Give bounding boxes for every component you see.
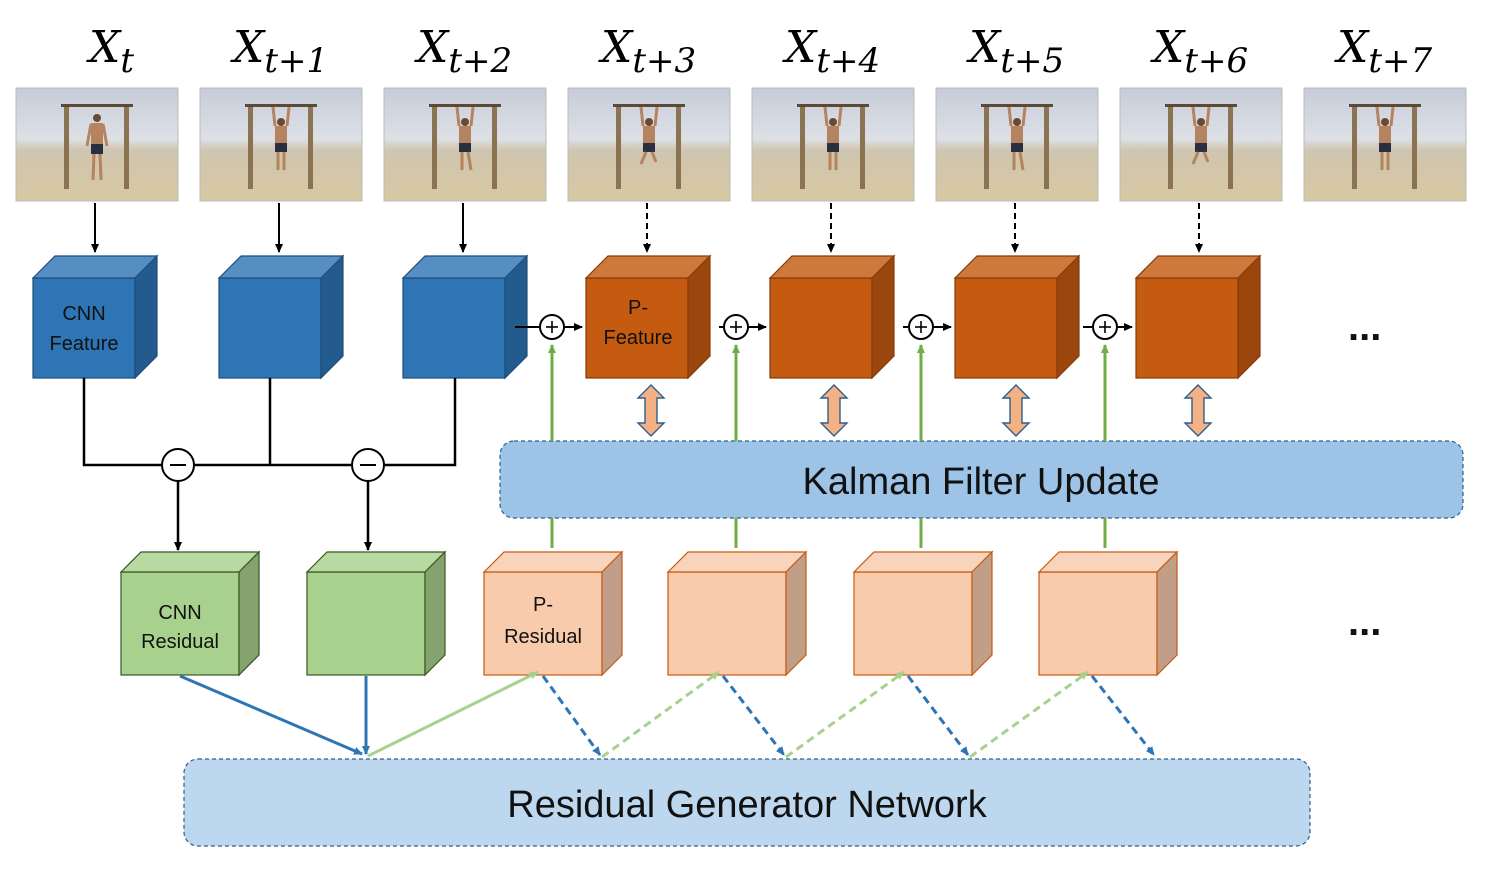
generator-output-link-1: [601, 670, 720, 759]
frame-label-0: Xt: [86, 22, 134, 81]
residual-feedback-link-1: [721, 675, 786, 756]
frame-thumbnail-3: [567, 87, 731, 202]
frame-to-feature-arrows: [91, 203, 1203, 253]
frame-labels: Xt Xt+1 Xt+2 Xt+3 Xt+4 Xt+5 Xt+6 Xt+7: [86, 22, 1432, 81]
predicted-residual-cube-2: [482, 550, 624, 677]
frame-thumbnail-2: [383, 87, 547, 202]
frame-thumbnail-7: [1303, 87, 1467, 202]
exchange-arrow-2: [1001, 384, 1031, 437]
generator-output-link-0: [367, 670, 539, 758]
predicted-feature-cube-3: [584, 254, 712, 380]
residual-feedback-link-0: [541, 675, 602, 756]
frame-label-7: Xt+7: [1334, 22, 1432, 81]
cnn-residual-label-line2: Residual: [141, 631, 219, 653]
feature-continuation-dots: ...: [1348, 305, 1381, 349]
feature-sum-connectors: [515, 314, 1133, 340]
kalman-links: [548, 344, 1109, 548]
cnn-feature-label-line2: Feature: [50, 333, 119, 355]
video-frames: [15, 87, 1467, 202]
p-feature-label-line2: Feature: [604, 327, 673, 349]
cnn-feature-cube-0: [31, 254, 159, 380]
frame-thumbnail-6: [1119, 87, 1283, 202]
residual-feedback-link-2: [906, 675, 970, 756]
residual-input-link-0: [179, 674, 363, 756]
kalman-filter-label: Kalman Filter Update: [803, 461, 1160, 503]
feature-cubes: CNN Feature P- Feature: [31, 254, 1262, 380]
plus-connector-3: [1083, 314, 1133, 340]
exchange-arrow-3: [1183, 384, 1213, 437]
generator-output-link-3: [969, 670, 1089, 759]
frame-thumbnail-5: [935, 87, 1099, 202]
cnn-feature-label-line1: CNN: [62, 303, 105, 325]
cnn-residual-label-line1: CNN: [158, 602, 201, 624]
frame-label-2: Xt+2: [414, 22, 512, 81]
generator-links: [179, 670, 1156, 759]
frame-label-6: Xt+6: [1150, 22, 1248, 81]
plus-connector-2: [903, 314, 952, 340]
frame-thumbnail-4: [751, 87, 915, 202]
cnn-residual-cube-0: [119, 550, 261, 677]
predicted-feature-cube-6: [1134, 254, 1262, 380]
kalman-filter-update-bar: Kalman Filter Update: [499, 440, 1464, 519]
generator-output-link-2: [785, 670, 905, 759]
predicted-residual-cube-4: [852, 550, 994, 677]
feature-kalman-exchange-arrows: [636, 384, 1213, 437]
residual-continuation-dots: ...: [1348, 600, 1381, 644]
predicted-residual-cube-3: [666, 550, 808, 677]
frame-label-5: Xt+5: [966, 22, 1064, 81]
residual-feedback-link-3: [1090, 675, 1156, 756]
frame-thumbnail-1: [199, 87, 363, 202]
frame-label-3: Xt+3: [598, 22, 696, 81]
feature-difference-tree: [82, 378, 457, 551]
exchange-arrow-0: [636, 384, 666, 437]
exchange-arrow-1: [819, 384, 849, 437]
predicted-feature-cube-5: [953, 254, 1081, 380]
cnn-feature-cube-2: [401, 254, 529, 380]
frame-label-4: Xt+4: [782, 22, 880, 81]
frame-thumbnail-0: [15, 87, 179, 202]
predicted-residual-cube-5: [1037, 550, 1179, 677]
cnn-feature-cube-1: [217, 254, 345, 380]
minus-node-1: [351, 448, 385, 551]
p-feature-label-line1: P-: [628, 297, 648, 319]
predicted-feature-cube-4: [768, 254, 896, 380]
minus-node-0: [161, 448, 195, 551]
p-residual-label-line1: P-: [533, 594, 553, 616]
cnn-residual-cube-1: [305, 550, 447, 677]
frame-label-1: Xt+1: [230, 22, 328, 81]
p-residual-label-line2: Residual: [504, 626, 582, 648]
plus-connector-1: [719, 314, 767, 340]
residual-cubes: CNN Residual P- Residual: [119, 550, 1179, 677]
plus-connector-0: [515, 314, 583, 340]
residual-generator-network-bar: Residual Generator Network: [183, 758, 1311, 847]
residual-generator-label: Residual Generator Network: [507, 784, 987, 826]
